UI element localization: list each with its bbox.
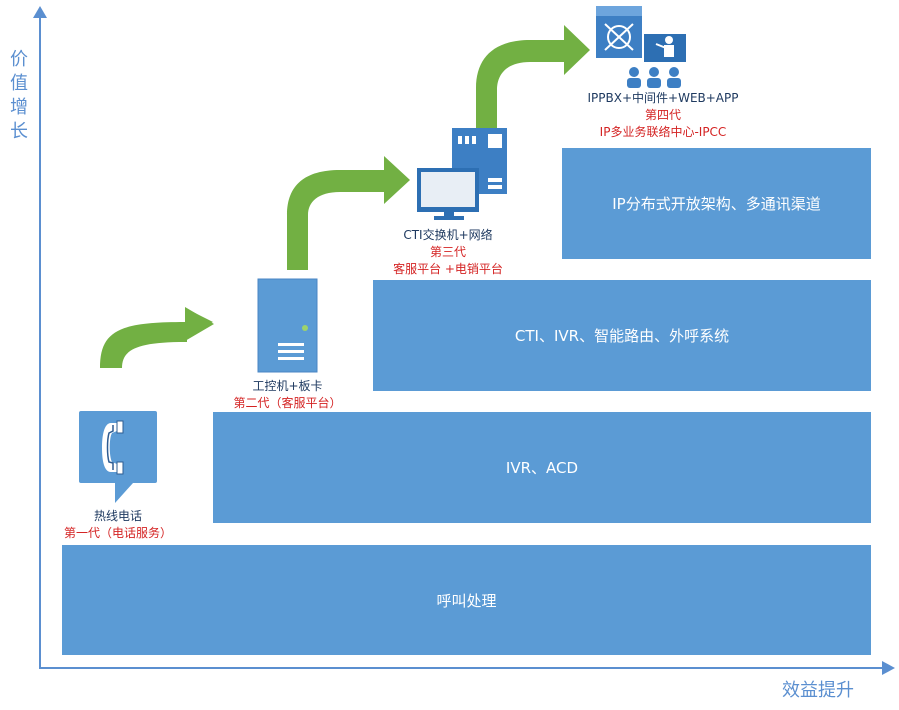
stage-3-generation: 第三代 [429, 245, 466, 259]
progress-arrow-3 [476, 25, 590, 128]
layer-ip-distributed: IP分布式开放架构、多通讯渠道 [562, 148, 871, 259]
ippbx-network-icon [596, 6, 686, 88]
phone-icon [79, 411, 157, 503]
y-axis-label-char: 长 [10, 121, 28, 142]
layer-ivr-acd: IVR、ACD [213, 412, 871, 523]
y-axis-label-char: 值 [10, 73, 28, 94]
stage-2-caption: 工控机+板卡 第二代（客服平台） [210, 378, 365, 412]
server-icon [257, 278, 318, 373]
progress-arrow-2 [287, 156, 410, 270]
layer-call-processing: 呼叫处理 [62, 545, 871, 655]
stage-2-generation: 第二代（客服平台） [233, 396, 342, 410]
stage-1-generation: 第一代（电话服务） [63, 526, 172, 540]
stage-4-tech: IPPBX+中间件+WEB+APP [587, 91, 739, 105]
stage-1-caption: 热线电话 第一代（电话服务） [48, 508, 188, 542]
y-axis-label-char: 增 [10, 97, 28, 118]
stage-4-generation: 第四代 [644, 108, 681, 122]
stage-3-caption: CTI交换机+网络 第三代 客服平台 +电销平台 [368, 227, 528, 278]
stage-1-tech: 热线电话 [93, 509, 142, 523]
stage-3-tech: CTI交换机+网络 [403, 228, 493, 242]
x-axis [40, 667, 886, 669]
progress-arrow-1 [100, 307, 214, 368]
x-axis-label: 效益提升 [782, 680, 854, 701]
layer-cti-ivr: CTI、IVR、智能路由、外呼系统 [373, 280, 871, 391]
stage-4-caption: IPPBX+中间件+WEB+APP 第四代 IP多业务联络中心-IPCC [568, 90, 758, 141]
y-axis-arrow [33, 6, 47, 18]
y-axis [39, 14, 41, 669]
stage-2-tech: 工控机+板卡 [252, 379, 323, 393]
computer-server-icon [417, 128, 507, 220]
stage-4-platform: IP多业务联络中心-IPCC [599, 125, 727, 139]
x-axis-arrow [882, 661, 895, 675]
y-axis-label: 价 值 增 长 [6, 48, 32, 144]
stage-3-platform: 客服平台 +电销平台 [393, 262, 503, 276]
y-axis-label-char: 价 [10, 49, 28, 70]
